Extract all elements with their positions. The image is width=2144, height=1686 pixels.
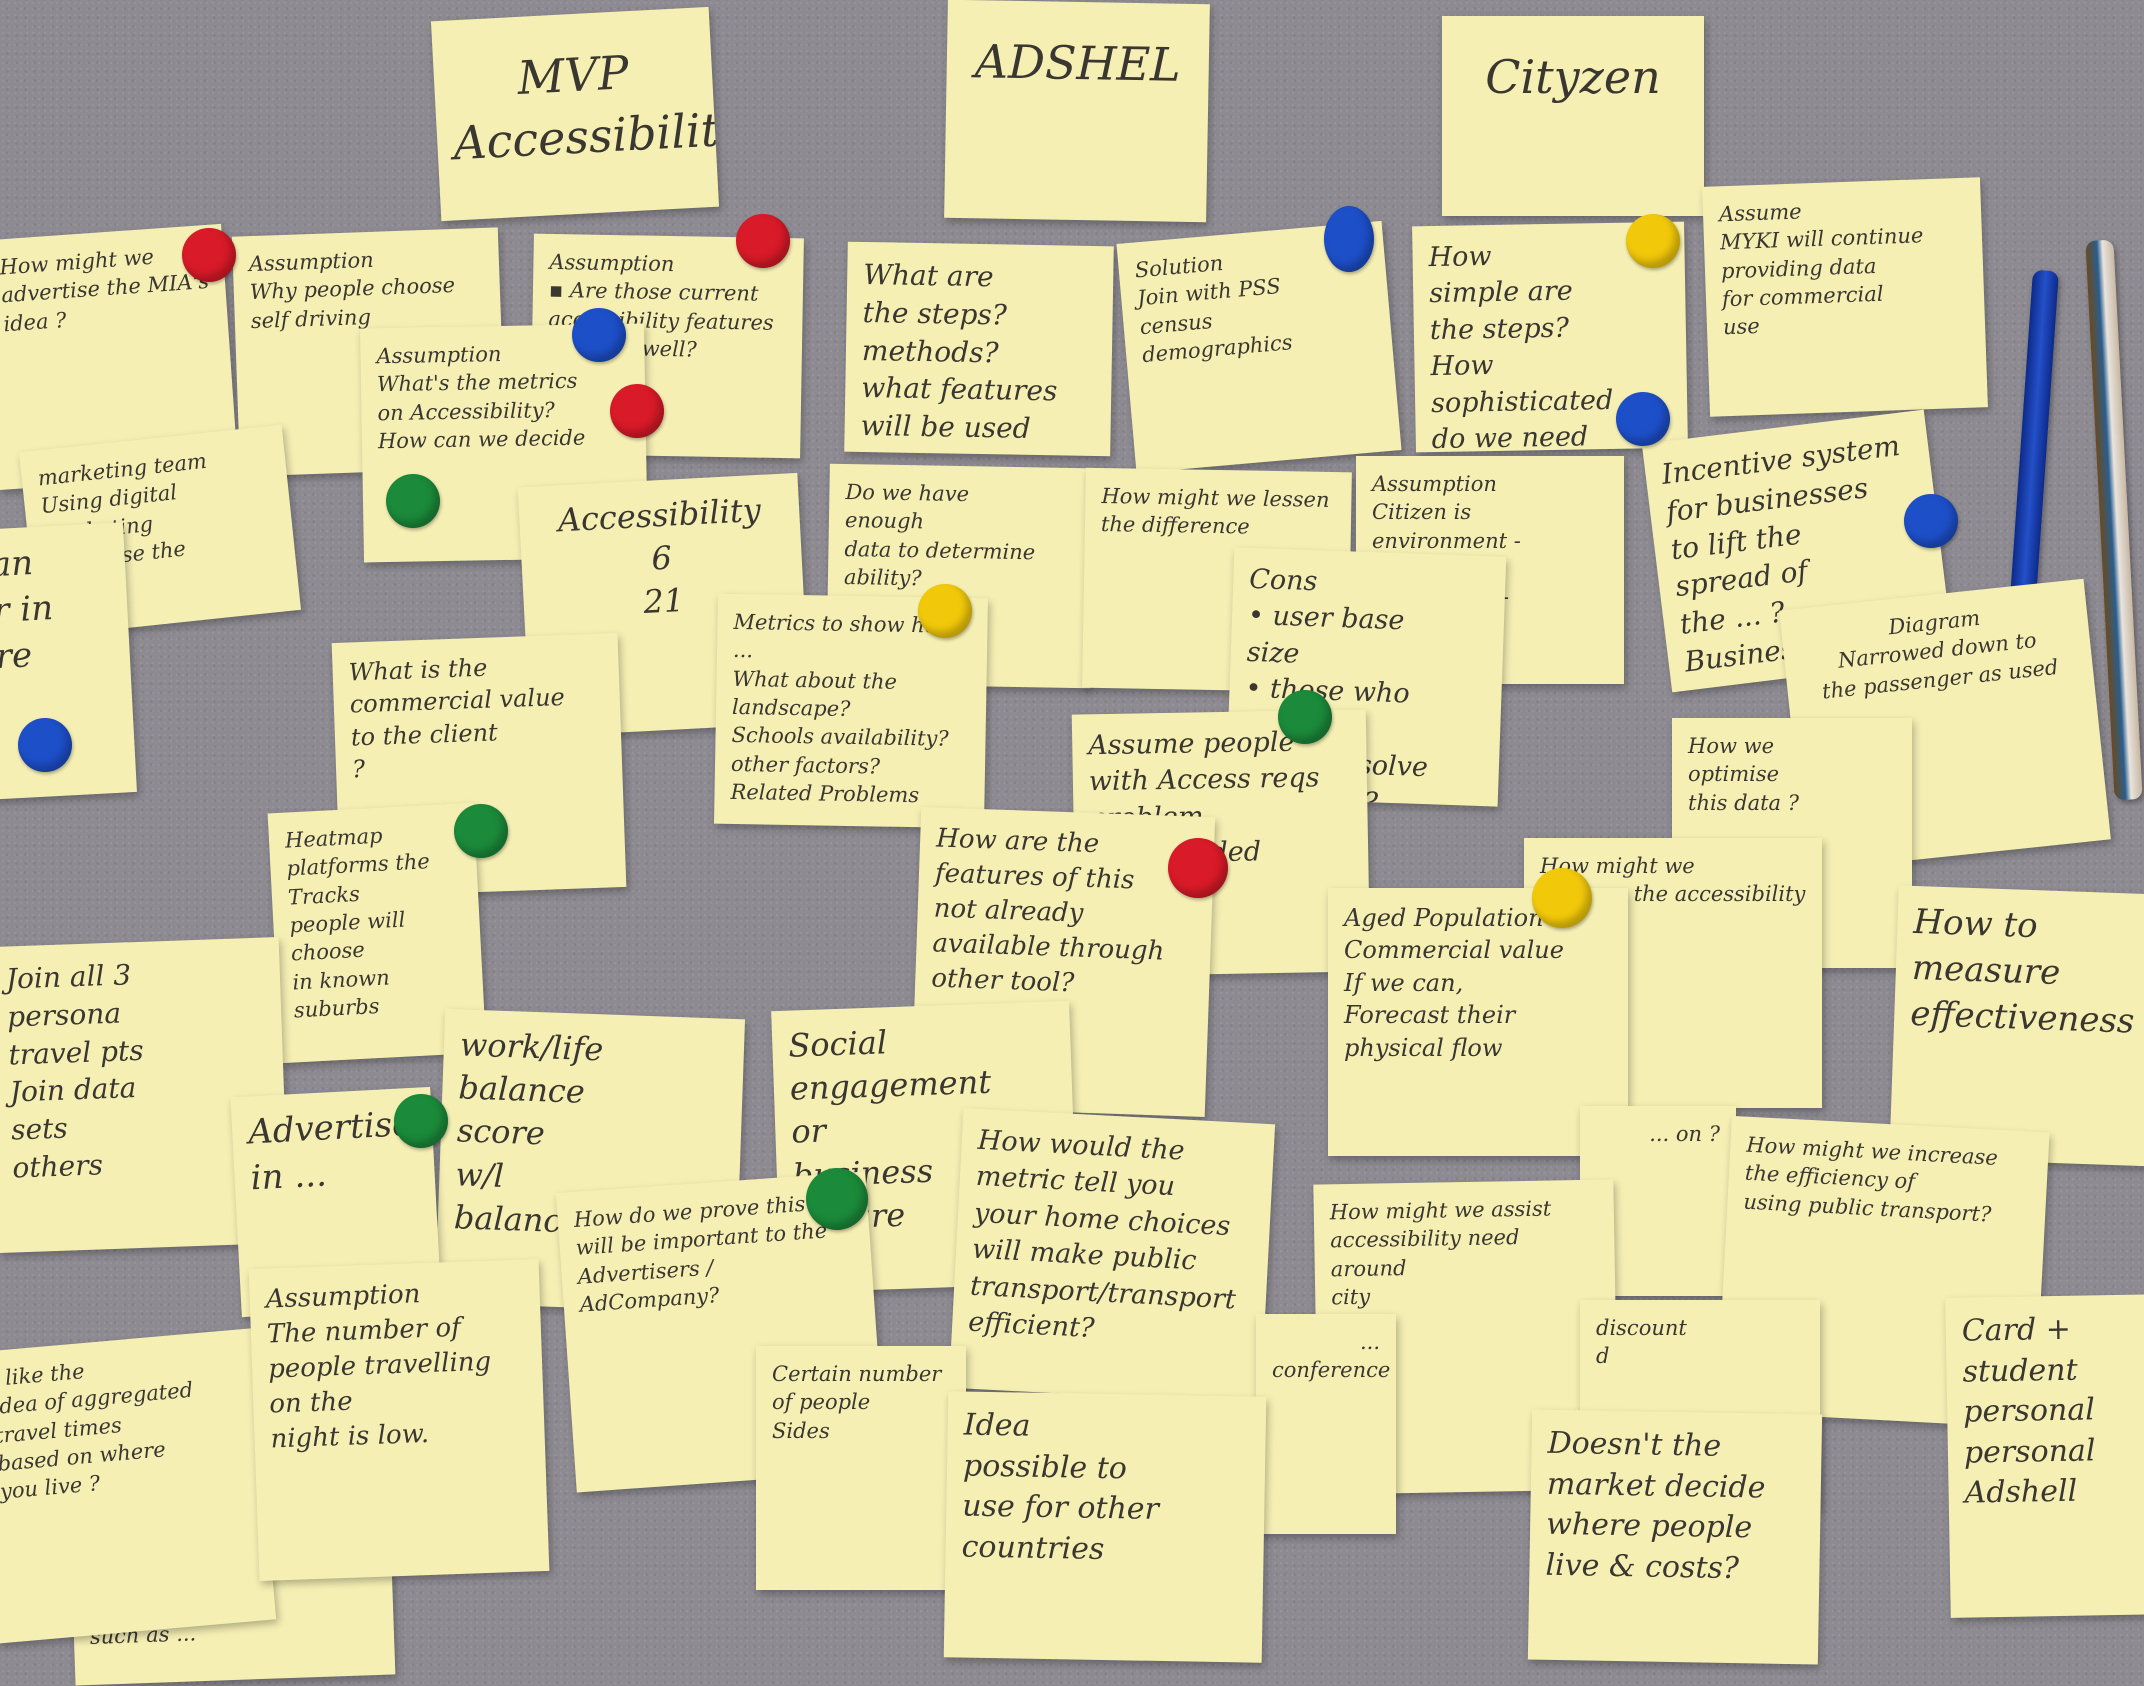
green-dot [394, 1094, 448, 1148]
yellow-dot [1532, 868, 1592, 928]
green-dot [1278, 690, 1332, 744]
note-mvp-accessibility: MVP Accessibility [430, 6, 720, 222]
note-metric-tell-you: How would the metric tell you your home … [948, 1108, 1276, 1404]
note-steps-methods: What are the steps? methods? what featur… [844, 241, 1114, 457]
note-adshel: ADSHEL [944, 0, 1210, 223]
note-myki-data: Assume MYKI will continue providing data… [1702, 177, 1988, 417]
blue-dot [1616, 392, 1670, 446]
note-aggregated-travel: I like the idea of aggregated travel tim… [0, 1328, 277, 1644]
note-number-people-night: Assumption The number of people travelli… [248, 1259, 550, 1581]
blue-dot [1324, 206, 1374, 272]
note-card-student: Card + student personal personal Adshell [1945, 1294, 2144, 1618]
green-dot [806, 1168, 868, 1230]
blue-dot [18, 718, 72, 772]
green-dot [454, 804, 508, 858]
note-market-decide: Doesn't the market decide where people l… [1527, 1409, 1823, 1665]
green-dot [386, 474, 440, 528]
yellow-dot [918, 584, 972, 638]
red-dot [736, 214, 790, 268]
note-cityzen: Cityzen [1442, 16, 1704, 216]
yellow-dot [1626, 214, 1680, 268]
note-aged-population: Aged Population Commercial value If we c… [1328, 888, 1628, 1156]
red-dot [1168, 838, 1228, 898]
blue-dot [1904, 494, 1958, 548]
note-possible-other-countries: Idea possible to use for other countries [943, 1391, 1267, 1663]
red-dot [182, 228, 236, 282]
note-certain-number: Certain number of people Sides [756, 1346, 966, 1590]
red-dot [610, 384, 664, 438]
note-misc-conference: ... conference [1256, 1314, 1396, 1534]
blue-dot [572, 308, 626, 362]
note-measure-effectiveness: How to measure effectiveness [1889, 885, 2144, 1167]
